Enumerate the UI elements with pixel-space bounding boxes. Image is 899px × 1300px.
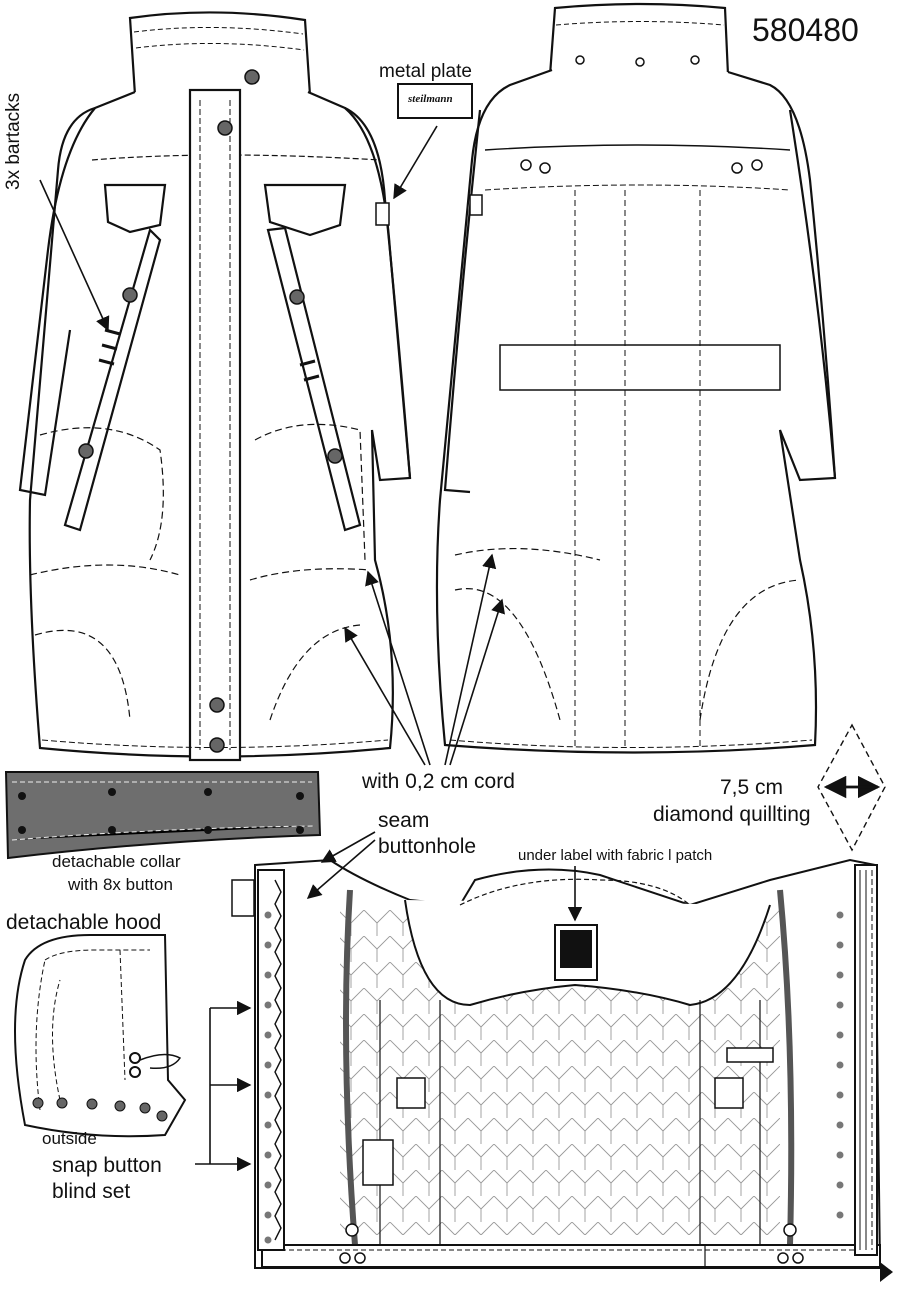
cord-label: with 0,2 cm cord (362, 770, 515, 793)
drawcord-stoppers (339, 1223, 804, 1264)
metal-plate-label: metal plate (379, 61, 472, 82)
under-label (554, 924, 598, 981)
collar-label-line1: detachable collar (52, 852, 181, 871)
metal-plate-box (397, 83, 473, 119)
back-waist-tab (499, 344, 781, 391)
back-yoke (484, 144, 791, 151)
snap-bracket (195, 1008, 211, 1165)
seam-label: seam (378, 809, 430, 832)
detachable-hood (14, 934, 187, 1138)
outside-label: outside (42, 1129, 97, 1148)
detachable-collar (4, 771, 322, 860)
back-view (435, 2, 837, 754)
right-zipper (777, 889, 795, 1246)
collar-label-line2: with 8x button (68, 875, 173, 894)
inside-pocket (362, 1139, 394, 1186)
front-collar (128, 11, 312, 103)
hanging-loop-right (714, 1077, 744, 1109)
diamond-quilting-icon (817, 723, 886, 852)
hanging-loop-left (396, 1077, 426, 1109)
sleeve-metal-plate (375, 202, 390, 226)
quilting-label: diamond quillting (653, 803, 811, 826)
hood-snap-buttons (32, 1097, 168, 1122)
style-number: 580480 (752, 12, 859, 48)
corner-mark (880, 1262, 893, 1282)
inside-toggle (726, 1047, 774, 1063)
front-placket (188, 88, 242, 762)
inside-view (231, 858, 882, 1269)
left-sleeve (18, 107, 96, 497)
callout-arrows-bottom (210, 831, 583, 1172)
inside-snap-buttons (264, 911, 844, 1244)
back-eyelets (520, 55, 763, 174)
snap-tape-zigzag (274, 879, 282, 1241)
hood-label: detachable hood (6, 911, 162, 934)
right-sleeve (344, 107, 412, 479)
plate-brand-text: steilmann (408, 93, 453, 105)
snap-label-line1: snap button (52, 1154, 162, 1177)
bartacks-label: 3x bartacks (3, 92, 24, 190)
under-label-text: under label with fabric l patch (518, 847, 713, 864)
front-view (18, 11, 412, 762)
buttonhole-label: buttonhole (378, 835, 477, 858)
back-body-outline (435, 68, 837, 754)
left-zipper (343, 889, 358, 1246)
front-buttons (78, 69, 343, 753)
left-chest-flap (103, 183, 167, 234)
left-facing (257, 869, 285, 1251)
callout-arrows (39, 125, 505, 766)
measure-label: 7,5 cm (720, 776, 784, 799)
back-collar (548, 2, 730, 82)
right-chest-flap (263, 183, 347, 237)
snap-label-line2: blind set (52, 1180, 131, 1203)
